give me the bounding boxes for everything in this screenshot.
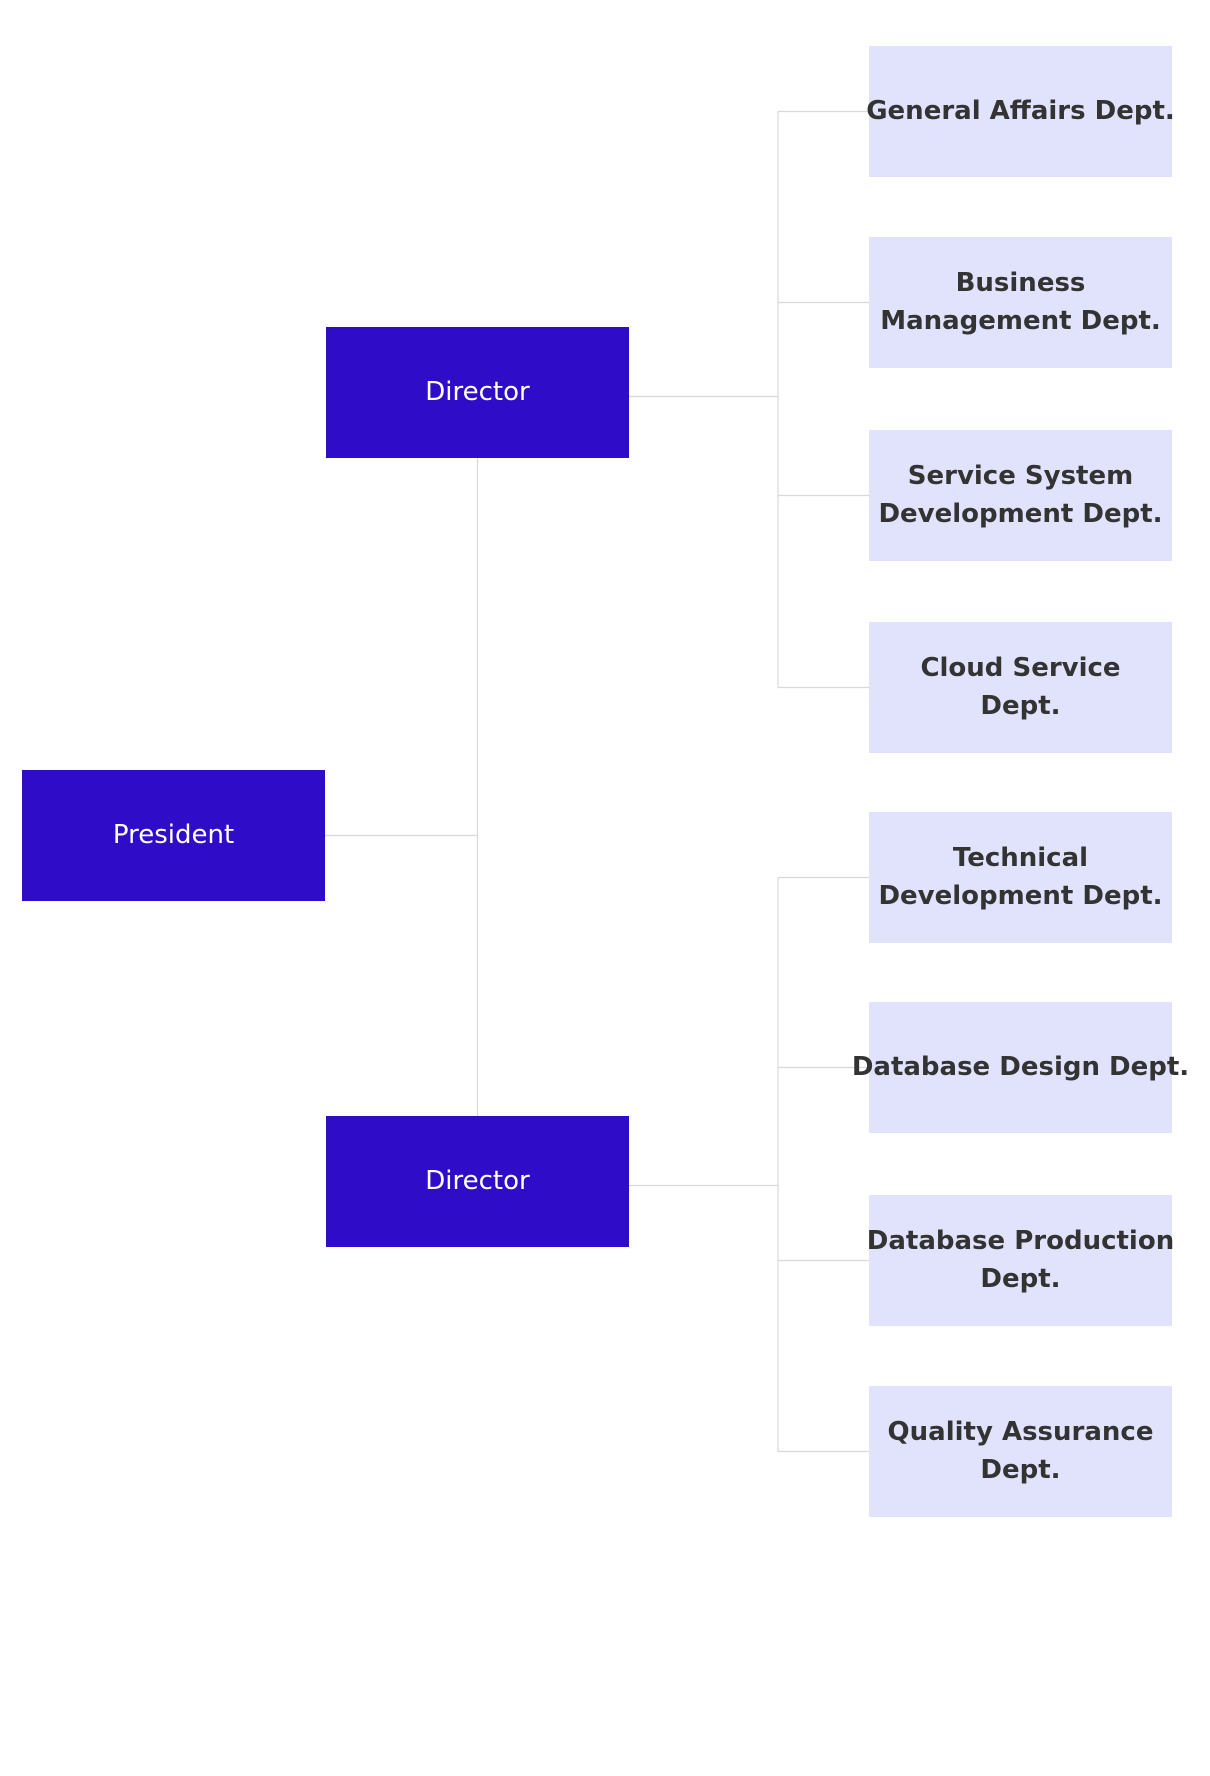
department-node-box [869,46,1172,177]
department-node-box [869,622,1172,753]
department-node: General Affairs Dept. [866,46,1175,177]
department-label: Development Dept. [878,499,1162,529]
department-label: Database Design Dept. [852,1052,1189,1082]
department-node-box [869,1386,1172,1517]
department-label: Technical [953,843,1088,873]
department-label: General Affairs Dept. [866,96,1175,126]
department-node-box [869,237,1172,368]
department-node: Database Design Dept. [852,1002,1189,1133]
president-node-box [22,770,325,901]
department-label: Business [956,268,1086,298]
department-label: Dept. [980,1455,1060,1485]
department-node-box [869,1002,1172,1133]
department-node-box [869,430,1172,561]
department-node-box [869,1195,1172,1326]
connector-lines [325,110,869,1453]
department-label: Management Dept. [880,306,1161,336]
department-label: Cloud Service [920,653,1120,683]
department-label: Dept. [980,1264,1060,1294]
department-node-box [869,812,1172,943]
director-node: Director [326,1116,629,1247]
director-node-box [326,1116,629,1247]
department-label: Quality Assurance [888,1417,1154,1447]
department-label: Database Production [867,1226,1174,1256]
department-label: Development Dept. [878,881,1162,911]
president-label: President [113,820,234,850]
department-label: Dept. [980,691,1060,721]
director-label: Director [425,1166,530,1196]
director-node-box [326,327,629,458]
director-node: Director [326,327,629,458]
president-node: President [22,770,325,901]
department-label: Service System [908,461,1133,491]
director-label: Director [425,377,530,407]
